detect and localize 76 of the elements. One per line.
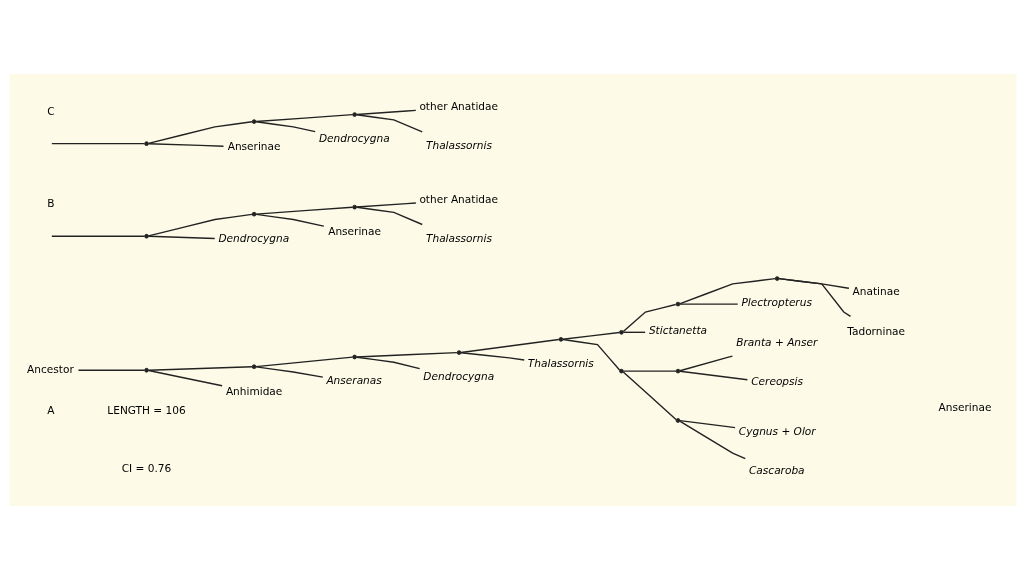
node-text: other Anatidae <box>418 192 498 205</box>
node-point <box>675 368 680 373</box>
node-point <box>351 354 357 359</box>
node-text: Stictanetta <box>648 323 707 336</box>
connector <box>777 277 850 289</box>
node-point <box>143 233 149 239</box>
node-text: Ancestor <box>26 362 74 375</box>
connector <box>255 365 324 378</box>
node-text: Dendrocygna <box>318 131 390 144</box>
label: LENGTH = 106 <box>106 403 186 416</box>
node-text: Tadorninae <box>846 324 905 337</box>
connector <box>679 277 776 304</box>
label: CI = 0.76 <box>121 461 171 474</box>
connector <box>50 235 145 237</box>
connector <box>77 369 145 371</box>
connector <box>777 277 851 317</box>
connector <box>678 370 748 380</box>
connector <box>147 369 223 386</box>
connector <box>355 351 458 358</box>
connector <box>355 109 417 115</box>
connector <box>254 206 353 215</box>
node-point <box>675 301 680 306</box>
connector <box>622 303 676 332</box>
connector <box>678 302 738 305</box>
node-text: Thalassornis <box>527 356 594 369</box>
node-text: Anseranas <box>325 373 382 386</box>
connector <box>355 113 423 133</box>
connector <box>622 369 677 372</box>
connector <box>622 370 677 420</box>
node-text: Thalassornis <box>425 138 492 151</box>
label: Anserinae <box>938 400 991 413</box>
node-point <box>251 363 256 369</box>
node-point <box>774 275 780 281</box>
label: B <box>46 196 55 209</box>
node-text: Anserinae <box>327 224 381 237</box>
node-text: Thalassornis <box>425 231 492 244</box>
node-text: Anserinae <box>227 139 281 152</box>
node-text: Branta + Anser <box>735 335 817 348</box>
node-text: Anhimidae <box>225 384 282 397</box>
node-text: Anatinae <box>852 284 900 297</box>
node-text: Cereopsis <box>750 374 803 387</box>
node-point <box>143 367 149 373</box>
connector <box>459 338 559 353</box>
connector <box>561 331 620 340</box>
node-text: Cascaroba <box>748 463 805 476</box>
node-point <box>351 111 357 117</box>
connector <box>147 213 253 237</box>
node-text: Dendrocygna <box>422 369 494 382</box>
connector <box>147 120 253 144</box>
label: A <box>46 403 54 416</box>
connector <box>255 120 316 132</box>
connector <box>679 420 746 459</box>
node-point <box>143 140 149 146</box>
node-point <box>618 329 624 335</box>
connector <box>147 235 215 239</box>
connector <box>147 365 253 371</box>
connector <box>254 355 353 367</box>
connector <box>355 201 417 208</box>
connector <box>678 354 733 371</box>
connector <box>622 331 646 333</box>
node-point <box>456 349 461 355</box>
node-text: Cygnus + Olor <box>738 424 816 437</box>
connector <box>50 142 145 144</box>
connector <box>459 351 525 361</box>
node-text: other Anatidae <box>418 99 498 112</box>
label: C <box>46 104 55 117</box>
node-point <box>675 417 680 423</box>
node-text: Dendrocygna <box>217 231 289 244</box>
node-point <box>251 118 256 124</box>
node-point <box>351 204 357 209</box>
node-point <box>618 368 624 373</box>
node-point <box>251 211 256 216</box>
node-point <box>558 336 563 342</box>
connector <box>254 113 353 122</box>
node-text: Plectropterus <box>740 295 812 308</box>
connector <box>678 419 736 428</box>
